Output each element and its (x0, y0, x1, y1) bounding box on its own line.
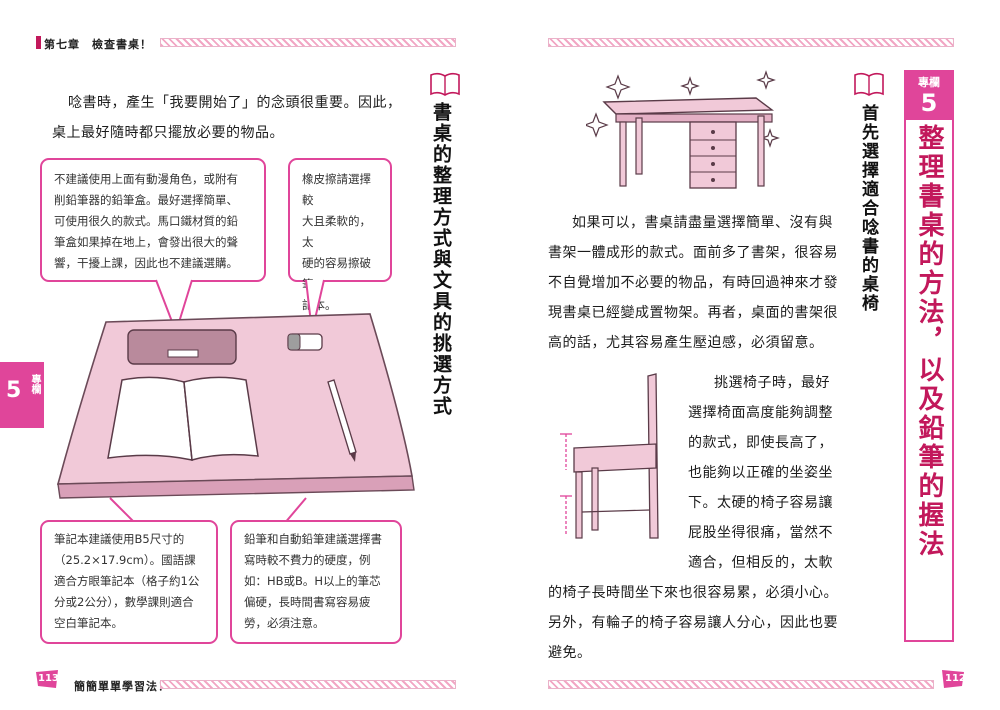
footer-hatch-right (548, 680, 934, 689)
intro-paragraph: 唸書時，產生「我要開始了」的念頭很重要。因此， 桌上最好隨時都只擺放必要的物品。 (52, 88, 404, 148)
callout-pencil: 鉛筆和自動鉛筆建議選擇書 寫時較不費力的硬度，例 如：HB或B。H以上的筆芯 偏… (230, 520, 402, 644)
paragraph-line: 另外，有輪子的椅子容易讓人分心，因此也要 (548, 615, 838, 631)
paragraph-line: 如果可以，書桌請盡量選擇簡單、沒有與 (572, 215, 833, 231)
intro-line: 桌上最好隨時都只擺放必要的物品。 (52, 125, 284, 141)
header-hatch-right (548, 38, 954, 47)
side-tab-number: 5 (6, 378, 22, 403)
right-section-title: 首先選擇適合唸書的桌椅 (858, 104, 878, 313)
side-tab: 5 專欄 (0, 362, 44, 428)
section-title: 書桌的整理方式與文具的挑選方式 (430, 102, 452, 417)
desk-paragraph: 如果可以，書桌請盡量選擇簡單、沒有與 書架一體成形的款式。面前多了書架，很容易 … (548, 208, 848, 358)
open-book-icon (854, 72, 884, 96)
page-number: 113 (38, 673, 59, 684)
column-box (904, 70, 954, 642)
callout-line: 大且柔軟的，太 (302, 214, 371, 249)
paragraph-line: 適合，但相反的，太軟 (688, 555, 833, 571)
callout-line: 勞，必須注意。 (244, 616, 325, 630)
left-page: 第七章 檢查書桌！ 唸書時，產生「我要開始了」的念頭很重要。因此， 桌上最好隨時… (0, 0, 480, 710)
chair-paragraph: 挑選椅子時，最好 選擇椅面高度能夠調整 的款式，即使長高了， 也能夠以正確的坐姿… (688, 368, 858, 578)
paragraph-line: 也能夠以正確的坐姿坐 (688, 465, 833, 481)
footer-title: 簡簡單單學習法！ (74, 680, 170, 693)
callout-line: 筆盒如果掉在地上，會發出很大的聲 (54, 235, 238, 249)
desk-illustration (56, 279, 415, 520)
paragraph-line: 的椅子長時間坐下來也很容易累，必須小心。 (548, 585, 838, 601)
callout-line: 響，干擾上課，因此也不建議選購。 (54, 256, 238, 270)
callout-notebook: 筆記本建議使用B5尺寸的 （25.2×17.9cm）。國語課 適合方眼筆記本（格… (40, 520, 218, 644)
column-label: 專欄 (918, 76, 940, 89)
callout-line: 如：HB或B。H以上的筆芯 (244, 574, 381, 588)
paragraph-line: 挑選椅子時，最好 (714, 375, 830, 391)
callout-line: 分或2公分），數學課則適合 (54, 595, 194, 609)
paragraph-line: 高的話，尤其容易產生壓迫感，必須留意。 (548, 335, 824, 351)
paragraph-line: 現書桌已經變成置物架。再者，桌面的書架很 (548, 305, 838, 321)
chair-illustration (560, 373, 659, 539)
callout-line: 可使用很久的款式。馬口鐵材質的鉛 (54, 214, 238, 228)
callout-line: （25.2×17.9cm）。國語課 (54, 553, 196, 567)
paragraph-line: 的款式，即使長高了， (688, 435, 833, 451)
callout-line: 鉛筆和自動鉛筆建議選擇書 (244, 532, 382, 546)
page-number: 112 (945, 673, 966, 684)
callout-line: 偏硬，長時間書寫容易疲 (244, 595, 371, 609)
running-head: 第七章 檢查書桌！ (44, 38, 152, 51)
page-number-badge (36, 670, 58, 688)
callout-line: 筆記本建議使用B5尺寸的 (54, 532, 185, 546)
callout-line: 橡皮擦請選擇較 (302, 172, 371, 207)
callout-line: 空白筆記本。 (54, 616, 123, 630)
callout-line: 削鉛筆器的鉛筆盒。最好選擇簡單、 (54, 193, 238, 207)
callout-line: 不建議使用上面有動漫角色，或附有 (54, 172, 238, 186)
running-head-mark (36, 36, 41, 49)
callout-line: 適合方眼筆記本（格子約1公 (54, 574, 200, 588)
column-header: 專欄 5 (904, 70, 954, 120)
page-number-badge (942, 670, 964, 688)
paragraph-line: 屁股坐得很痛，當然不 (688, 525, 833, 541)
footer-hatch-left (160, 680, 456, 689)
side-tab-label: 專欄 (29, 374, 40, 394)
paragraph-line: 下。太硬的椅子容易讓 (688, 495, 833, 511)
paragraph-line: 不自覺增加不必要的物品，有時回過神來才發 (548, 275, 838, 291)
paragraph-line: 書架一體成形的款式。面前多了書架，很容易 (548, 245, 838, 261)
sparkle-icon (586, 70, 780, 148)
chair-paragraph-continued: 的椅子長時間坐下來也很容易累，必須小心。 另外，有輪子的椅子容易讓人分心，因此也… (548, 578, 858, 668)
intro-line: 唸書時，產生「我要開始了」的念頭很重要。因此， (68, 95, 402, 111)
column-title: 整理書桌的方法，以及鉛筆的握法 (914, 124, 944, 559)
header-hatch-left (160, 38, 456, 47)
paragraph-line: 選擇椅面高度能夠調整 (688, 405, 833, 421)
desk-furniture-illustration (586, 70, 780, 189)
paragraph-line: 避免。 (548, 645, 592, 661)
callout-line: 寫時較不費力的硬度，例 (244, 553, 371, 567)
open-book-icon (430, 72, 460, 96)
column-number: 5 (920, 89, 938, 117)
callout-pencil-case: 不建議使用上面有動漫角色，或附有 削鉛筆器的鉛筆盒。最好選擇簡單、 可使用很久的… (40, 158, 266, 282)
